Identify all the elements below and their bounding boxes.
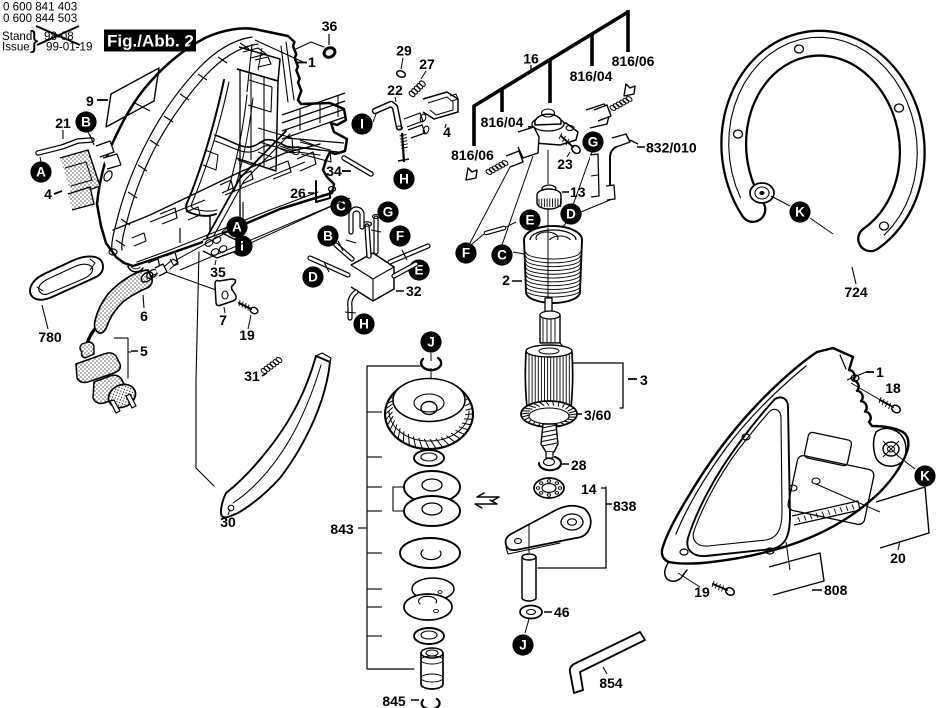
svg-text:29: 29 xyxy=(396,43,412,59)
svg-text:808: 808 xyxy=(824,582,848,598)
svg-text:I: I xyxy=(240,239,244,254)
svg-text:E: E xyxy=(414,263,423,278)
svg-text:D: D xyxy=(566,207,576,222)
svg-text:J: J xyxy=(427,335,435,350)
svg-text:5: 5 xyxy=(140,343,148,359)
svg-text:19: 19 xyxy=(239,327,255,343)
svg-text:H: H xyxy=(399,172,409,187)
svg-text:30: 30 xyxy=(220,514,236,530)
svg-text:13: 13 xyxy=(570,184,586,200)
svg-text:19: 19 xyxy=(694,584,710,600)
svg-text:854: 854 xyxy=(599,675,623,691)
svg-text:845: 845 xyxy=(382,693,406,708)
svg-text:34: 34 xyxy=(326,163,342,179)
svg-text:G: G xyxy=(383,205,394,220)
svg-text:14: 14 xyxy=(581,481,597,497)
svg-text:4: 4 xyxy=(443,124,451,140)
svg-text:A: A xyxy=(36,165,46,180)
svg-text:816/06: 816/06 xyxy=(451,147,494,163)
svg-text:3/60: 3/60 xyxy=(584,407,611,423)
svg-text:9: 9 xyxy=(86,93,94,109)
svg-text:4: 4 xyxy=(44,186,52,202)
svg-text:20: 20 xyxy=(890,550,906,566)
svg-text:C: C xyxy=(497,248,507,263)
svg-text:Issue: Issue xyxy=(2,41,30,54)
svg-text:0 600 844 503: 0 600 844 503 xyxy=(3,12,77,25)
svg-text:D: D xyxy=(308,270,318,285)
svg-text:I: I xyxy=(360,117,364,132)
svg-text:B: B xyxy=(323,229,333,244)
svg-text:816/06: 816/06 xyxy=(612,53,655,69)
svg-text:36: 36 xyxy=(322,18,338,34)
svg-text:18: 18 xyxy=(885,380,901,396)
svg-text:3: 3 xyxy=(640,372,648,388)
svg-text:}: } xyxy=(30,26,38,54)
svg-text:27: 27 xyxy=(419,56,435,72)
svg-text:32: 32 xyxy=(406,283,422,299)
svg-text:21: 21 xyxy=(55,115,71,131)
svg-text:31: 31 xyxy=(244,368,260,384)
svg-text:E: E xyxy=(525,213,534,228)
svg-text:6: 6 xyxy=(140,308,148,324)
svg-text:1: 1 xyxy=(308,54,316,70)
svg-text:28: 28 xyxy=(571,457,587,473)
svg-text:2: 2 xyxy=(502,272,510,288)
svg-text:843: 843 xyxy=(330,521,354,537)
svg-text:832/010: 832/010 xyxy=(646,140,697,156)
svg-text:Fig./Abb. 2: Fig./Abb. 2 xyxy=(107,32,194,51)
svg-text:35: 35 xyxy=(210,264,226,280)
svg-text:Stand: Stand xyxy=(2,30,32,43)
svg-text:780: 780 xyxy=(38,329,62,345)
svg-text:22: 22 xyxy=(387,82,403,98)
svg-text:1: 1 xyxy=(876,364,884,380)
svg-text:F: F xyxy=(396,229,404,244)
svg-text:816/04: 816/04 xyxy=(570,68,613,84)
svg-text:724: 724 xyxy=(844,284,868,300)
svg-text:J: J xyxy=(519,638,527,653)
svg-text:0 600 841 403: 0 600 841 403 xyxy=(3,1,77,14)
svg-text:G: G xyxy=(588,135,599,150)
svg-text:838: 838 xyxy=(613,498,637,514)
svg-text:26: 26 xyxy=(290,185,306,201)
svg-text:B: B xyxy=(81,115,91,130)
svg-text:99-01-19: 99-01-19 xyxy=(46,41,92,54)
svg-text:K: K xyxy=(795,205,805,220)
svg-text:7: 7 xyxy=(219,312,227,328)
svg-text:F: F xyxy=(462,246,470,261)
svg-text:K: K xyxy=(920,469,930,484)
svg-text:C: C xyxy=(336,199,346,214)
svg-text:16: 16 xyxy=(523,51,539,67)
svg-text:H: H xyxy=(359,317,369,332)
svg-text:46: 46 xyxy=(554,604,570,620)
svg-text:23: 23 xyxy=(557,156,573,172)
svg-text:816/04: 816/04 xyxy=(481,114,524,130)
svg-text:A: A xyxy=(232,220,242,235)
